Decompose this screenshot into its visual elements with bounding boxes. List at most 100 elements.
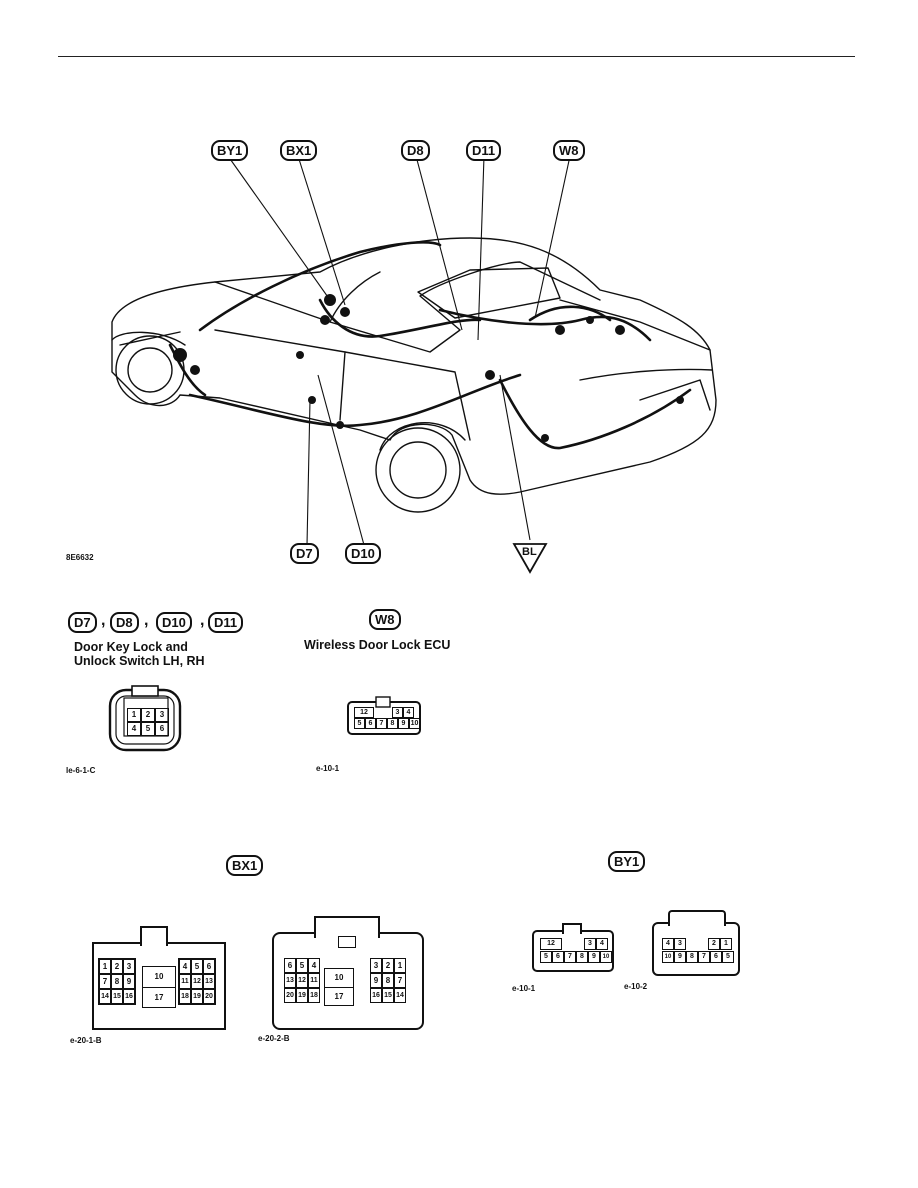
pin: 6: [155, 722, 169, 736]
separator: ,: [101, 612, 106, 629]
connector-latch: [668, 910, 726, 926]
pin: 8: [387, 718, 398, 729]
bx1-connector-b-code: e-20-2-B: [258, 1034, 290, 1043]
pin: 6: [203, 959, 215, 974]
separator: ,: [144, 612, 149, 629]
pin: 1: [394, 958, 406, 973]
pin: 8: [686, 951, 698, 963]
pin-gap: [562, 938, 584, 950]
pin: 5: [141, 722, 155, 736]
rear-wheel: [375, 427, 461, 513]
pin: 9: [123, 974, 135, 989]
pin: 9: [588, 951, 600, 963]
wireless-pin-row-bottom: 5 6 7 8 9 10: [354, 718, 420, 729]
pin: 12: [296, 973, 308, 988]
header-rule: [58, 56, 855, 57]
bx1-connector-a-code: e-20-1-B: [70, 1036, 102, 1045]
pin: 13: [284, 973, 296, 988]
pin: 3: [123, 959, 135, 974]
door-key-connector-code: le-6-1-C: [66, 766, 96, 775]
car-body-outline: [111, 237, 717, 495]
pin: 20: [284, 988, 296, 1003]
connector-key: [338, 936, 356, 948]
leader-d10: [317, 374, 365, 546]
pin: 10: [325, 969, 353, 988]
callout-d10: D10: [345, 543, 381, 564]
pin: 7: [394, 973, 406, 988]
center-pin-block: 10 17: [142, 966, 176, 1008]
pin: 6: [710, 951, 722, 963]
pin: 19: [191, 989, 203, 1004]
pin: 4: [179, 959, 191, 974]
tag-d8: D8: [110, 612, 139, 633]
pin-row-bottom: 5 6 7 8 9 10: [540, 951, 612, 963]
pin: 5: [354, 718, 365, 729]
leader-bl: [499, 374, 531, 541]
harness-roof: [198, 241, 442, 332]
by1-connector-b-code: e-10-2: [624, 982, 648, 991]
pin: 15: [111, 989, 123, 1004]
pin: 12: [354, 707, 374, 718]
harness-floor: [188, 373, 522, 427]
door-key-pin-row-bottom: 4 5 6: [127, 722, 169, 736]
door-key-title-line1: Door Key Lock and: [74, 640, 188, 654]
connector-latch: [314, 916, 380, 938]
tag-bx1: BX1: [226, 855, 264, 876]
pin: 5: [296, 958, 308, 973]
pin: 5: [722, 951, 734, 963]
pin: 9: [674, 951, 686, 963]
pin: 1: [127, 708, 141, 722]
wireless-connector-code: e-10-1: [316, 764, 340, 773]
tag-by1: BY1: [608, 851, 646, 872]
pin: 18: [179, 989, 191, 1004]
callout-d8: D8: [401, 140, 430, 161]
bl-marker: [512, 543, 548, 574]
pin: 7: [376, 718, 387, 729]
pin: 1: [720, 938, 732, 950]
pin: 17: [154, 993, 164, 1002]
wireless-pin-row-top: 12 3 4: [354, 707, 414, 718]
pin: 4: [308, 958, 320, 973]
pin: 4: [403, 707, 414, 718]
pin: 3: [370, 958, 382, 973]
callout-d7: D7: [290, 543, 319, 564]
left-pin-block: 1 2 3 7 8 9 14 15 16: [98, 958, 136, 1005]
callout-bx1: BX1: [280, 140, 318, 161]
pin: 6: [365, 718, 376, 729]
pin: 2: [708, 938, 720, 950]
pin: 14: [394, 988, 406, 1003]
pin: 3: [392, 707, 403, 718]
right-pin-block: 3 2 1 9 8 7 16 15 14: [370, 958, 406, 1003]
pin: 15: [382, 988, 394, 1003]
pin: 8: [576, 951, 588, 963]
leader-bx1: [297, 155, 346, 306]
pin: 5: [191, 959, 203, 974]
pin: 16: [370, 988, 382, 1003]
pin-row-top: 4 3 2 1: [662, 938, 732, 950]
pin: 2: [141, 708, 155, 722]
door-key-title-line2: Unlock Switch LH, RH: [74, 654, 205, 668]
pin: 12: [191, 974, 203, 989]
door-key-pin-row-top: 1 2 3: [127, 708, 169, 722]
by1-connector-b: 4 3 2 1 10 9 8 7 6 5: [652, 910, 740, 976]
pin: 20: [203, 989, 215, 1004]
wireless-title: Wireless Door Lock ECU: [304, 638, 451, 652]
tag-w8: W8: [369, 609, 401, 630]
bx1-connector-a: 1 2 3 7 8 9 14 15 16 10 17 4 5 6 11 12 1…: [92, 926, 226, 1030]
pin: 9: [398, 718, 409, 729]
tag-d10: D10: [156, 612, 192, 633]
car-wiring-illustration: [111, 155, 717, 574]
pin: 6: [284, 958, 296, 973]
callout-d11: D11: [466, 140, 502, 161]
by1-connector-a: 12 3 4 5 6 7 8 9 10: [532, 923, 614, 972]
tag-d7: D7: [68, 612, 97, 633]
pin: 3: [674, 938, 686, 950]
pin: 12: [540, 938, 562, 950]
right-pin-block: 4 5 6 11 12 13 18 19 20: [178, 958, 216, 1005]
leader-by1: [227, 155, 331, 301]
tag-d11: D11: [208, 612, 244, 633]
front-wheel: [115, 335, 185, 405]
pin: 8: [382, 973, 394, 988]
by1-connector-a-code: e-10-1: [512, 984, 536, 993]
pin: 9: [370, 973, 382, 988]
